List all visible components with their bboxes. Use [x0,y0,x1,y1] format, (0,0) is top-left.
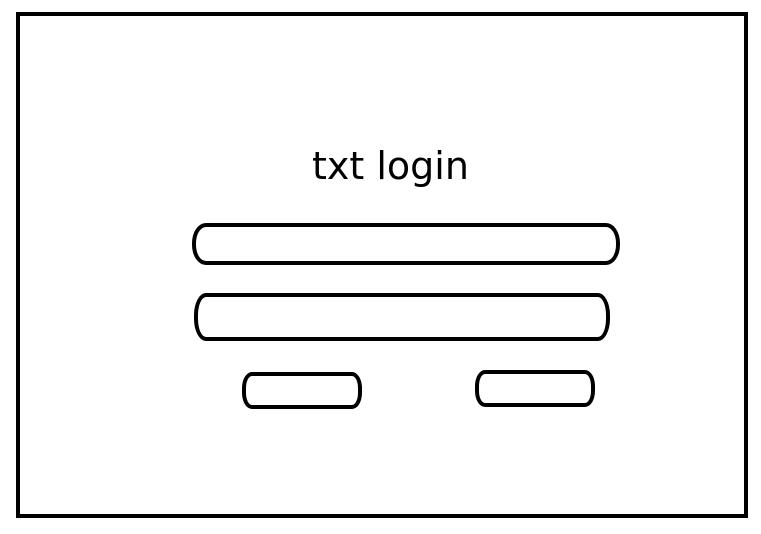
login-button[interactable] [242,372,362,409]
cancel-button[interactable] [475,370,595,407]
password-field[interactable] [194,293,610,341]
login-window-frame: txt login [16,12,748,518]
username-field[interactable] [192,223,620,265]
login-title: txt login [312,144,469,188]
